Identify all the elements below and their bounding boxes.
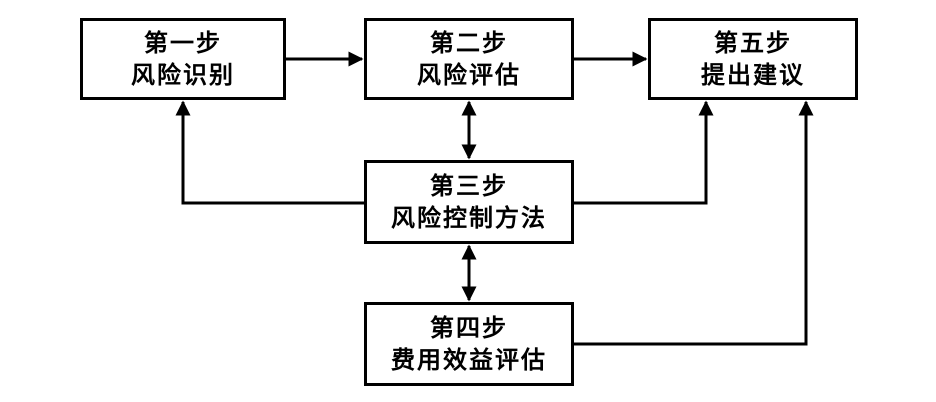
step-4-title: 费用效益评估	[391, 346, 547, 374]
step-3-risk-control-methods: 第三步 风险控制方法	[364, 160, 574, 244]
edge-s3-s5	[574, 100, 714, 205]
step-2-title: 风险评估	[417, 61, 521, 89]
step-5-recommendations: 第五步 提出建议	[648, 18, 858, 100]
step-2-risk-assessment: 第二步 风险评估	[364, 18, 574, 100]
step-1-number: 第一步	[144, 29, 222, 57]
step-1-title: 风险识别	[131, 61, 235, 89]
step-2-number: 第二步	[430, 29, 508, 57]
step-3-number: 第三步	[430, 172, 508, 200]
step-1-risk-identification: 第一步 风险识别	[80, 18, 286, 100]
step-5-number: 第五步	[714, 29, 792, 57]
edge-s3-s1	[175, 100, 364, 205]
edge-s4-s5	[574, 100, 814, 346]
step-5-title: 提出建议	[701, 61, 805, 89]
step-3-title: 风险控制方法	[391, 204, 547, 232]
step-4-number: 第四步	[430, 314, 508, 342]
step-4-cost-benefit-assessment: 第四步 费用效益评估	[364, 302, 574, 386]
